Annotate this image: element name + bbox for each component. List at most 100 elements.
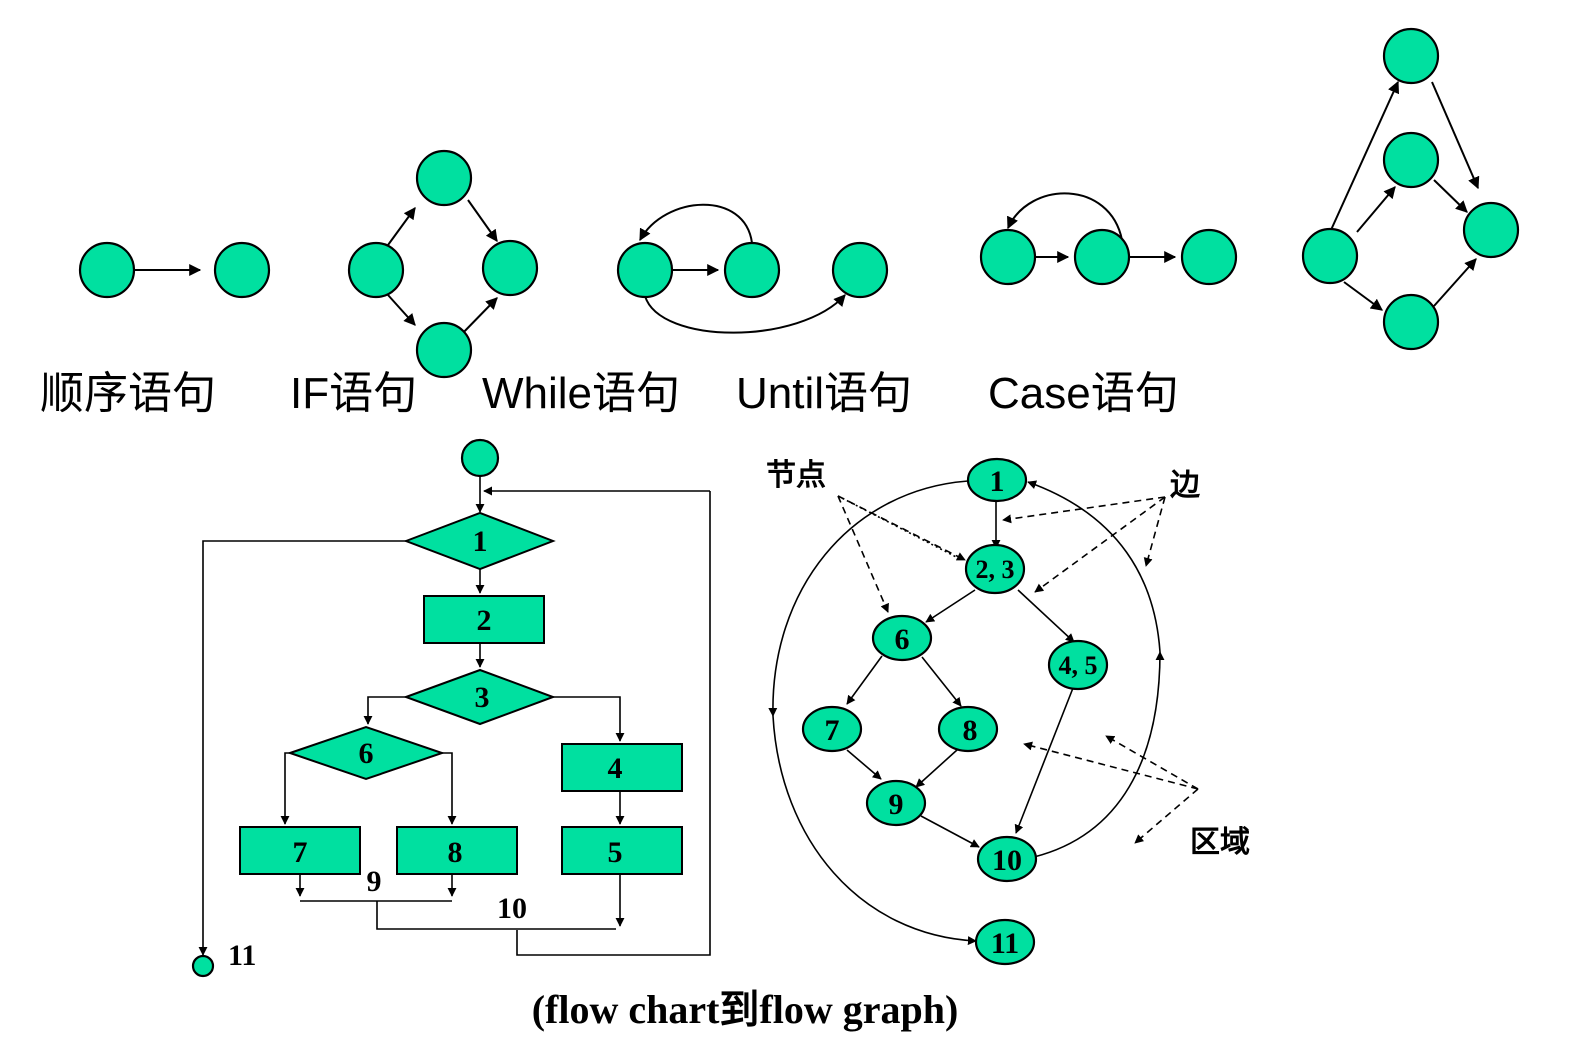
edge-to-11 xyxy=(198,540,406,956)
fc-process-8 xyxy=(396,826,518,875)
edge-pointer xyxy=(1034,496,1166,593)
fc-label-11: 11 xyxy=(228,939,256,972)
fc-label-4: 4 xyxy=(608,752,623,785)
until-pattern xyxy=(979,192,1238,286)
edge xyxy=(639,203,753,244)
fg-label-4-5: 4, 5 xyxy=(1059,651,1098,680)
fg-node-7 xyxy=(801,705,863,753)
fc-decision-1 xyxy=(403,511,556,571)
edge xyxy=(1433,258,1477,307)
pattern-node xyxy=(1180,228,1238,286)
if-pattern xyxy=(347,149,539,379)
fg-label-9: 9 xyxy=(889,788,904,821)
pattern-node xyxy=(1462,201,1520,259)
fg-node-6 xyxy=(871,614,933,662)
fg-label-6: 6 xyxy=(895,623,910,656)
edge xyxy=(1356,186,1396,233)
region-pointer xyxy=(1105,735,1199,790)
fg-label-10: 10 xyxy=(992,844,1022,877)
pattern-node xyxy=(1382,293,1440,351)
loop-back-line xyxy=(516,491,711,956)
edge xyxy=(772,715,977,946)
fc-decision-6 xyxy=(286,725,446,781)
fc-label-6: 6 xyxy=(359,737,374,770)
fc-process-7 xyxy=(239,826,361,875)
pattern-node xyxy=(415,321,473,379)
fc-process-4 xyxy=(561,743,683,792)
fc-label-7: 7 xyxy=(293,836,308,869)
pattern-node xyxy=(1301,227,1359,285)
fc-label-10: 10 xyxy=(497,892,527,925)
fg-node-9 xyxy=(865,779,927,827)
sequence-pattern xyxy=(78,241,271,299)
fc-label-5: 5 xyxy=(608,836,623,869)
fg-node-2-3 xyxy=(964,543,1026,595)
edge xyxy=(1330,80,1400,231)
edge xyxy=(846,749,882,780)
edge xyxy=(768,480,969,717)
edge xyxy=(553,696,625,742)
fg-node-8 xyxy=(937,705,999,753)
pattern-node xyxy=(415,149,473,207)
pattern-node xyxy=(481,239,539,297)
edge xyxy=(1433,179,1468,213)
fc-label-1: 1 xyxy=(473,525,488,558)
fc-label-2: 2 xyxy=(477,604,492,637)
node-pointer xyxy=(837,495,963,561)
edge xyxy=(376,901,616,930)
fg-label-1: 1 xyxy=(990,465,1005,498)
label-if: IF语句 xyxy=(290,369,417,418)
edge xyxy=(1033,651,1165,858)
fg-node-1 xyxy=(966,457,1028,503)
pattern-node xyxy=(78,241,136,299)
edge-pointer xyxy=(1002,496,1166,524)
fg-label-7: 7 xyxy=(825,714,840,747)
flow-chart: 1 2 3 6 4 5 7 8 9 10 11 xyxy=(191,438,711,978)
fc-label-3: 3 xyxy=(475,681,490,714)
edge xyxy=(1014,687,1074,834)
start-node xyxy=(460,438,500,478)
fg-label-11: 11 xyxy=(991,927,1019,960)
label-case: Case语句 xyxy=(988,369,1179,418)
pattern-node xyxy=(831,241,889,299)
edge xyxy=(442,752,457,825)
pattern-node xyxy=(616,241,674,299)
edge xyxy=(921,656,962,707)
label-while: While语句 xyxy=(482,369,680,418)
label-until: Until语句 xyxy=(736,369,912,418)
fg-label-2-3: 2, 3 xyxy=(976,555,1015,584)
pattern-node xyxy=(723,241,781,299)
edge xyxy=(1431,81,1480,190)
edge xyxy=(363,696,406,725)
fc-label-9: 9 xyxy=(367,865,382,898)
edge xyxy=(1343,281,1383,311)
edge-pointer xyxy=(1143,496,1166,567)
edge xyxy=(387,207,416,246)
fg-label-8: 8 xyxy=(963,714,978,747)
end-node xyxy=(191,954,215,978)
edge xyxy=(915,749,958,788)
edge xyxy=(1017,589,1075,643)
edge xyxy=(1027,480,1161,653)
node-pointer xyxy=(837,495,889,613)
fg-node-4-5 xyxy=(1047,639,1109,691)
fc-process-5 xyxy=(561,826,683,875)
annotation-edge: 边 xyxy=(1170,468,1201,503)
while-pattern xyxy=(616,203,889,334)
pattern-node xyxy=(1073,228,1131,286)
edge xyxy=(467,199,498,242)
region-pointer xyxy=(1023,741,1199,790)
fc-label-8: 8 xyxy=(448,836,463,869)
edge xyxy=(387,294,416,326)
fg-node-11 xyxy=(974,918,1036,966)
annotation-node: 节点 xyxy=(766,458,826,493)
edge xyxy=(925,589,976,623)
pattern-node xyxy=(1382,27,1440,85)
pattern-node xyxy=(347,241,405,299)
fg-node-10 xyxy=(976,835,1038,883)
fc-process-2 xyxy=(423,595,545,644)
edge xyxy=(846,655,883,705)
region-pointer xyxy=(1134,788,1199,844)
